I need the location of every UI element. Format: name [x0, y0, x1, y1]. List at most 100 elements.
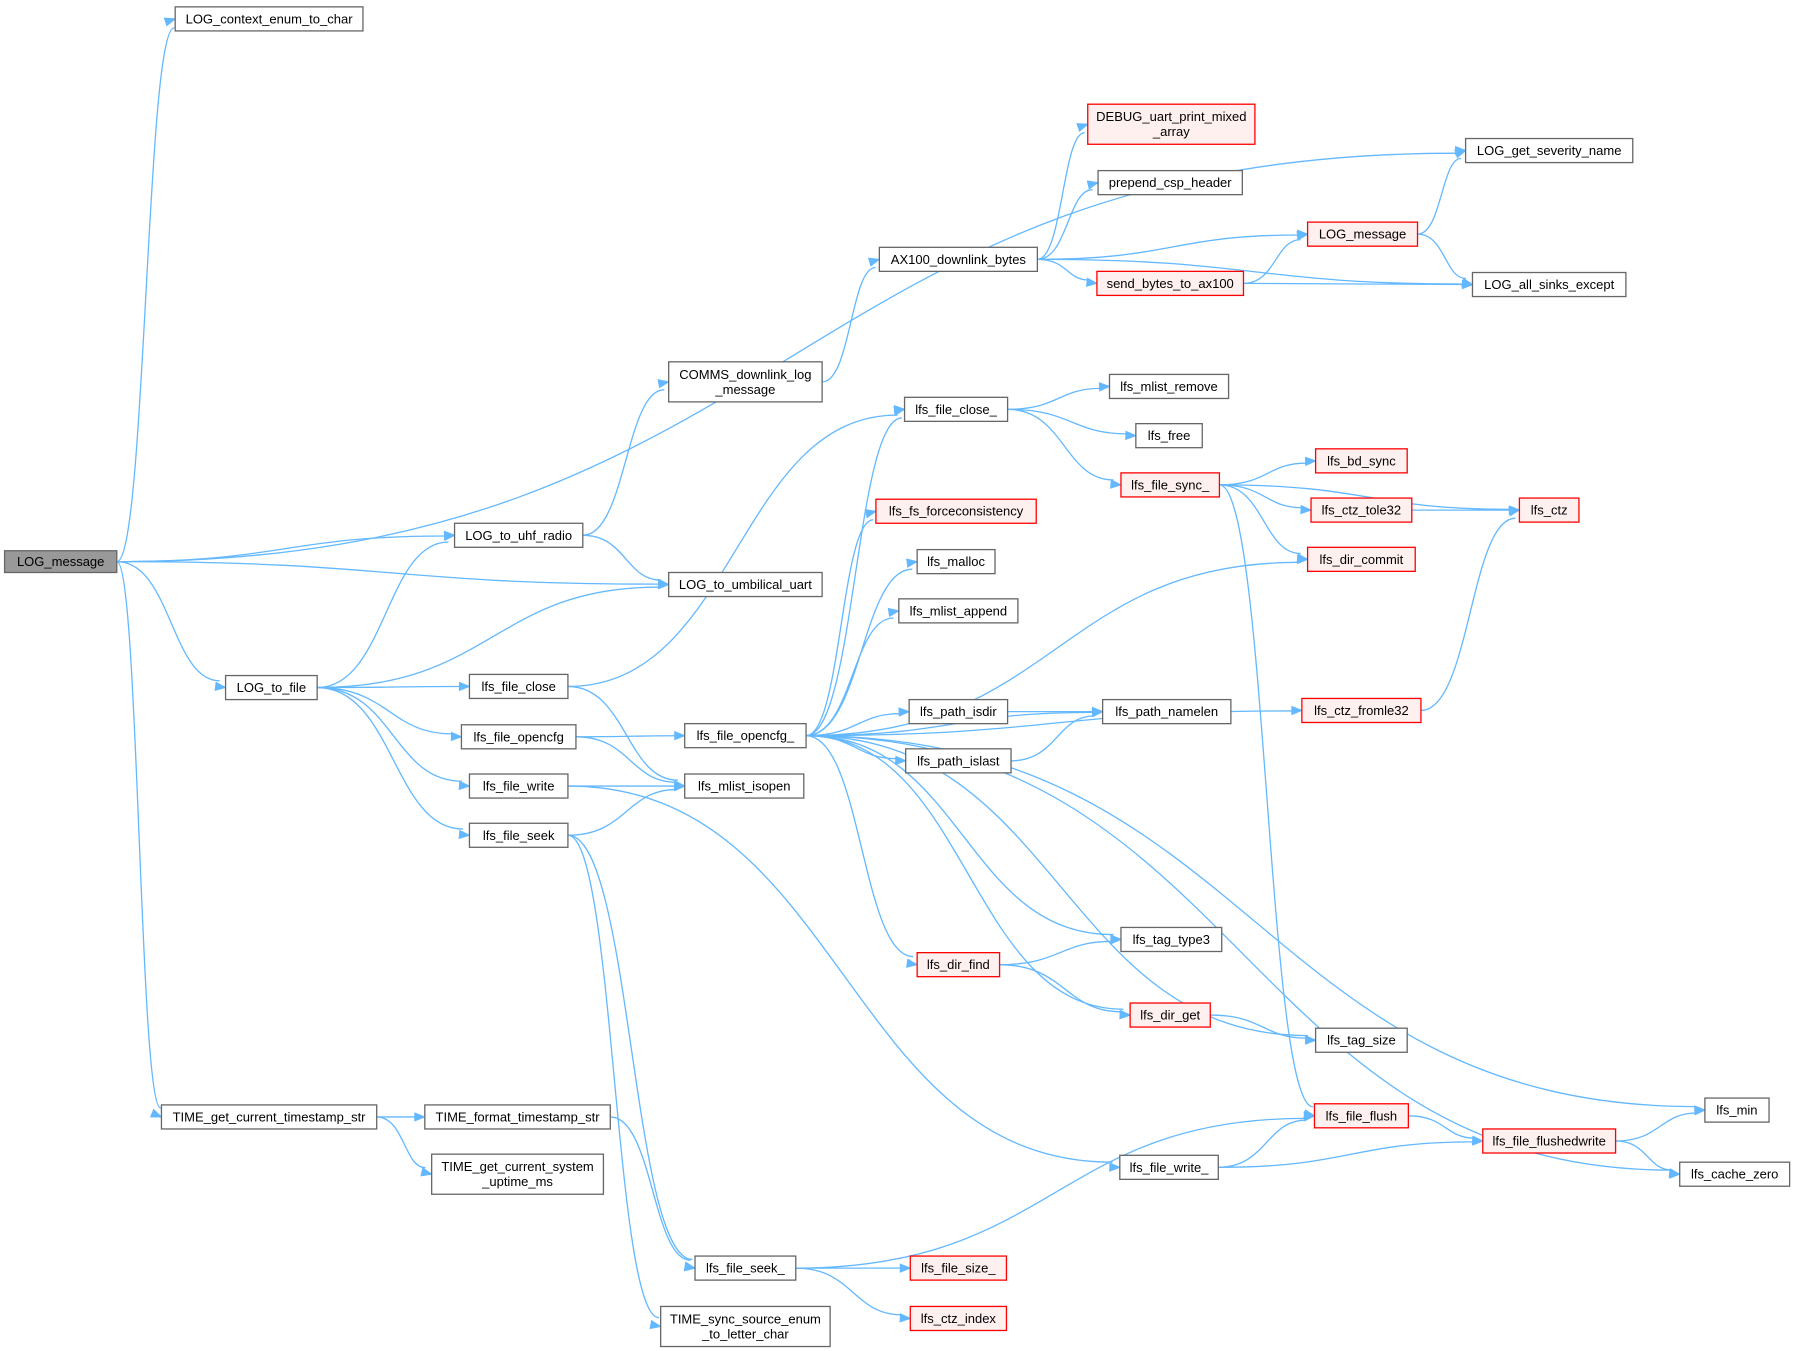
edge-line	[575, 735, 676, 738]
node-TIME_format_timestamp_str[interactable]: TIME_format_timestamp_str	[424, 1104, 611, 1130]
node-LOG_message_root[interactable]: LOG_message	[3, 550, 118, 574]
edge-LOG_to_uhf_radio-to-COMMS_downlink_log_message	[582, 379, 671, 536]
node-lfs_ctz_tole32[interactable]: lfs_ctz_tole32	[1310, 497, 1413, 523]
arrowhead	[673, 781, 687, 792]
edge-lfs_file_opencfg_-to-lfs_tag_size	[806, 735, 1317, 1045]
edge-line	[610, 1116, 691, 1261]
node-lfs_path_namelen[interactable]: lfs_path_namelen	[1101, 698, 1232, 725]
node-send_bytes_to_ax100[interactable]: send_bytes_to_ax100	[1096, 270, 1245, 297]
node-lfs_free[interactable]: lfs_free	[1135, 422, 1203, 449]
node-lfs_dir_get[interactable]: lfs_dir_get	[1129, 1002, 1211, 1028]
node-box	[1096, 270, 1245, 297]
node-label: TIME_get_current_system	[441, 1159, 593, 1174]
node-COMMS_downlink_log_message[interactable]: COMMS_downlink_log_message	[668, 361, 823, 403]
node-lfs_fs_forceconsistency[interactable]: lfs_fs_forceconsistency	[875, 498, 1037, 524]
node-lfs_ctz_fromle32[interactable]: lfs_ctz_fromle32	[1301, 697, 1422, 724]
node-lfs_file_close[interactable]: lfs_file_close	[468, 673, 569, 700]
node-box	[1135, 422, 1203, 449]
node-LOG_to_uhf_radio[interactable]: LOG_to_uhf_radio	[453, 522, 584, 548]
arrowhead	[1304, 1035, 1317, 1045]
arrowhead	[458, 780, 471, 791]
edge-line	[806, 735, 1124, 1010]
node-lfs_path_islast[interactable]: lfs_path_islast	[905, 748, 1012, 774]
node-lfs_file_write[interactable]: lfs_file_write	[468, 773, 569, 799]
edge-lfs_file_flushedwrite-to-lfs_cache_zero	[1615, 1140, 1682, 1178]
node-LOG_all_sinks_except[interactable]: LOG_all_sinks_except	[1471, 271, 1627, 298]
node-lfs_bd_sync[interactable]: lfs_bd_sync	[1314, 448, 1408, 474]
node-label: lfs_malloc	[927, 554, 985, 569]
node-TIME_get_current_timestamp_str[interactable]: TIME_get_current_timestamp_str	[160, 1104, 378, 1130]
edge-line	[317, 686, 462, 782]
arrowhead	[1098, 382, 1111, 392]
edge-LOG_to_file-to-LOG_to_uhf_radio	[317, 531, 456, 689]
edges-layer	[116, 17, 1707, 1330]
node-lfs_dir_commit[interactable]: lfs_dir_commit	[1306, 546, 1416, 573]
node-lfs_file_flushedwrite[interactable]: lfs_file_flushedwrite	[1482, 1128, 1617, 1154]
node-LOG_to_umbilical_uart[interactable]: LOG_to_umbilical_uart	[668, 571, 823, 598]
node-lfs_tag_size[interactable]: lfs_tag_size	[1314, 1027, 1408, 1053]
node-lfs_mlist_isopen[interactable]: lfs_mlist_isopen	[684, 773, 805, 799]
node-lfs_dir_find[interactable]: lfs_dir_find	[916, 951, 1001, 978]
node-lfs_tag_type3[interactable]: lfs_tag_type3	[1120, 926, 1223, 953]
node-box	[916, 548, 996, 575]
node-lfs_file_close_[interactable]: lfs_file_close_	[903, 396, 1009, 423]
node-prepend_csp_header[interactable]: prepend_csp_header	[1097, 169, 1243, 196]
node-label: lfs_path_isdir	[920, 704, 997, 719]
edge-lfs_file_opencfg_-to-lfs_mlist_append	[806, 607, 901, 737]
node-LOG_to_file[interactable]: LOG_to_file	[224, 674, 318, 701]
node-lfs_min[interactable]: lfs_min	[1704, 1097, 1770, 1123]
node-label: lfs_file_close_	[915, 402, 997, 417]
node-LOG_get_severity_name[interactable]: LOG_get_severity_name	[1464, 137, 1634, 164]
node-LOG_context_enum_to_char[interactable]: LOG_context_enum_to_char	[174, 6, 364, 32]
edge-line	[1243, 238, 1301, 285]
node-label: lfs_file_write_	[1130, 1160, 1210, 1175]
node-DEBUG_uart_print_mixed_array[interactable]: DEBUG_uart_print_mixed_array	[1087, 103, 1256, 145]
edge-lfs_ctz_fromle32-to-lfs_ctz	[1420, 507, 1521, 712]
node-label: prepend_csp_header	[1109, 175, 1233, 190]
edge-line	[795, 1117, 1306, 1269]
node-lfs_mlist_remove[interactable]: lfs_mlist_remove	[1108, 373, 1230, 400]
node-lfs_file_seek[interactable]: lfs_file_seek	[468, 822, 569, 848]
node-box	[424, 1104, 611, 1130]
node-label: lfs_file_seek_	[706, 1261, 786, 1276]
node-lfs_file_opencfg[interactable]: lfs_file_opencfg	[460, 724, 577, 750]
node-TIME_get_current_system_uptime_ms[interactable]: TIME_get_current_system_uptime_ms	[431, 1153, 605, 1195]
node-box	[898, 598, 1019, 624]
edge-lfs_dir_find-to-lfs_dir_get	[999, 964, 1132, 1020]
node-lfs_cache_zero[interactable]: lfs_cache_zero	[1679, 1161, 1791, 1187]
edge-line	[317, 686, 463, 830]
edge-line	[821, 266, 876, 383]
node-lfs_ctz_index[interactable]: lfs_ctz_index	[909, 1305, 1008, 1332]
node-lfs_file_size_[interactable]: lfs_file_size_	[909, 1255, 1008, 1281]
node-box	[1108, 373, 1230, 400]
node-label: TIME_get_current_timestamp_str	[173, 1109, 367, 1124]
node-label: lfs_file_close	[481, 679, 555, 694]
node-lfs_ctz[interactable]: lfs_ctz	[1518, 497, 1580, 523]
node-lfs_file_write_[interactable]: lfs_file_write_	[1119, 1154, 1219, 1181]
edge-LOG_to_file-to-lfs_file_opencfg	[317, 686, 463, 742]
arrowhead	[214, 681, 227, 691]
edge-line	[1007, 408, 1128, 435]
node-lfs_file_opencfg_[interactable]: lfs_file_opencfg_	[684, 722, 807, 749]
node-TIME_sync_source_enum_to_letter_char[interactable]: TIME_sync_source_enum_to_letter_char	[660, 1305, 831, 1348]
arrowhead	[658, 579, 671, 590]
edge-line	[795, 1267, 903, 1316]
node-box	[660, 1305, 831, 1348]
edge-line	[1243, 282, 1464, 286]
node-lfs_path_isdir[interactable]: lfs_path_isdir	[908, 698, 1009, 725]
node-lfs_file_flush[interactable]: lfs_file_flush	[1313, 1103, 1409, 1129]
node-lfs_mlist_append[interactable]: lfs_mlist_append	[898, 598, 1019, 624]
node-lfs_file_sync_[interactable]: lfs_file_sync_	[1120, 472, 1221, 498]
arrowhead	[887, 607, 901, 618]
node-lfs_malloc[interactable]: lfs_malloc	[916, 548, 996, 575]
node-label: COMMS_downlink_log	[679, 367, 811, 382]
node-label: TIME_sync_source_enum	[670, 1311, 821, 1326]
arrowhead	[1110, 935, 1123, 945]
node-LOG_message_red[interactable]: LOG_message	[1306, 221, 1419, 247]
node-AX100_downlink_bytes[interactable]: AX100_downlink_bytes	[878, 246, 1039, 273]
node-lfs_file_seek_[interactable]: lfs_file_seek_	[694, 1255, 797, 1281]
edge-line	[1219, 484, 1511, 510]
arrowhead	[899, 1313, 912, 1323]
arrowhead	[1085, 277, 1099, 287]
node-box	[1313, 1103, 1409, 1129]
